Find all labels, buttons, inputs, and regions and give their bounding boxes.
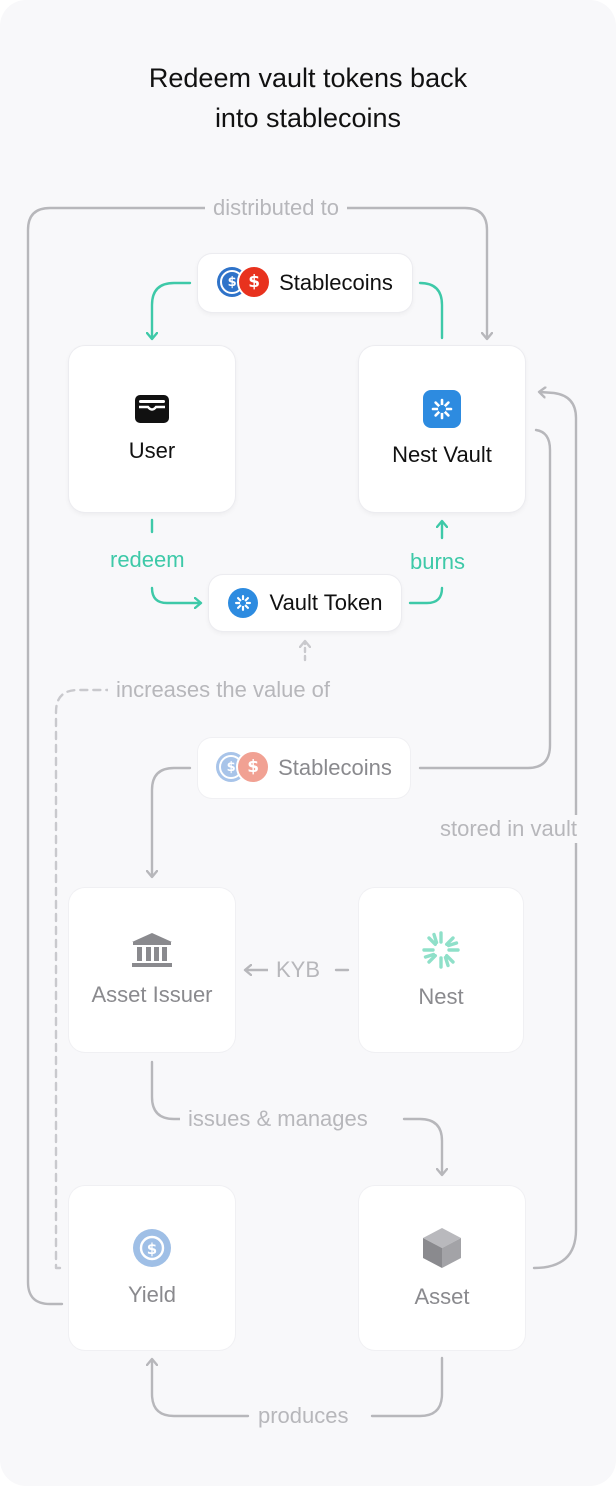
user-label: User — [128, 438, 176, 463]
cube-icon — [423, 1228, 461, 1268]
edge-issues-manages-2 — [402, 1117, 442, 1174]
asset-label: Asset — [414, 1284, 470, 1309]
edge-produces-2 — [152, 1360, 250, 1418]
node-user: User — [69, 346, 235, 512]
title-line-2: into stablecoins — [214, 103, 402, 133]
label-issues-manages: issues & manages — [180, 1105, 376, 1133]
node-stablecoins-mid: $ $ Stablecoins — [198, 738, 410, 798]
stablecoins-icon: $ $ — [217, 265, 272, 299]
node-stablecoins-top: $ $ Stablecoins — [198, 254, 412, 312]
wallet-icon — [135, 395, 169, 423]
title-line-1: Redeem vault tokens back — [148, 63, 468, 93]
label-increases-value: increases the value of — [108, 676, 339, 704]
label-produces: produces — [250, 1402, 357, 1430]
edge-distributed-to — [26, 206, 487, 1306]
stablecoins-mid-label: Stablecoins — [278, 755, 392, 780]
svg-text:$: $ — [147, 1240, 157, 1258]
node-nest: Nest — [359, 888, 523, 1052]
vault-token-label: Vault Token — [269, 590, 383, 615]
nest-label: Nest — [418, 984, 464, 1009]
edge-stablecoins-to-issuer — [152, 766, 192, 876]
edge-burns — [408, 586, 444, 605]
node-asset-issuer: Asset Issuer — [69, 888, 235, 1052]
node-nest-vault: Nest Vault — [359, 346, 525, 512]
node-vault-token: Vault Token — [209, 575, 401, 631]
edge-redeem-2 — [150, 586, 200, 603]
nest-vault-label: Nest Vault — [392, 442, 492, 467]
node-asset: Asset — [359, 1186, 525, 1350]
edge-increases-value — [54, 688, 110, 1270]
asset-issuer-label: Asset Issuer — [91, 982, 213, 1007]
edge-vault-to-stablecoins — [418, 281, 444, 340]
dollar-coin-icon: $ — [133, 1229, 171, 1267]
label-stored-in-vault: stored in vault — [432, 815, 585, 843]
nest-sunburst-icon — [422, 931, 460, 969]
edge-produces — [370, 1356, 444, 1418]
label-redeem: redeem — [102, 546, 193, 574]
bank-icon — [132, 933, 172, 967]
edge-vault-to-stablecoins-mid — [418, 428, 552, 770]
edge-issues-manages — [150, 1060, 182, 1121]
yield-label: Yield — [127, 1282, 177, 1307]
label-distributed-to: distributed to — [205, 194, 347, 222]
diagram-title: Redeem vault tokens back into stablecoin… — [0, 58, 616, 138]
label-kyb: KYB — [268, 956, 329, 984]
vault-token-icon — [227, 588, 258, 618]
stablecoins-icon: $ $ — [216, 750, 271, 784]
label-burns: burns — [402, 548, 474, 576]
node-yield: $ Yield — [69, 1186, 235, 1350]
vault-flower-icon — [423, 390, 461, 428]
stablecoins-top-label: Stablecoins — [279, 270, 393, 295]
edge-stablecoins-to-user — [152, 281, 192, 338]
